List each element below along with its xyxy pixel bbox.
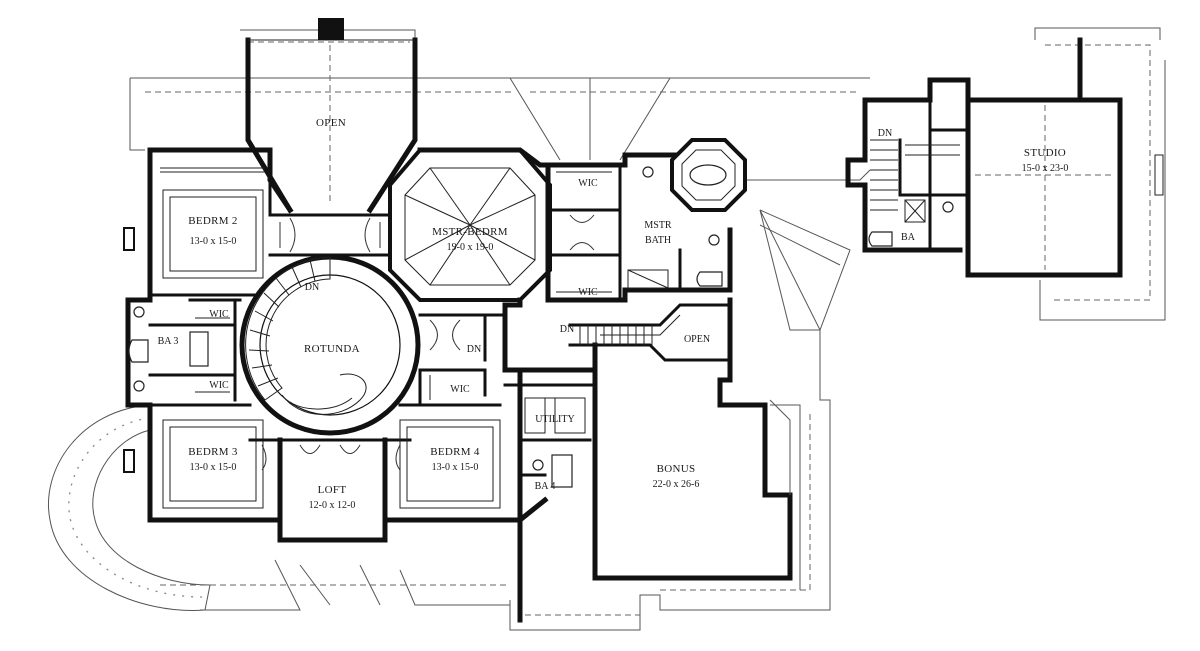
- roof-outline: [129, 27, 1166, 631]
- label-wic-ba3-bot: WIC: [209, 380, 229, 391]
- label-open-stair: OPEN: [684, 334, 710, 345]
- label-dn-main: DN: [560, 324, 574, 335]
- label-ba4: BA 4: [535, 481, 556, 492]
- dims-studio: 15-0 x 23-0: [1022, 163, 1069, 174]
- label-open-top: OPEN: [316, 117, 346, 129]
- label-utility: UTILITY: [535, 414, 574, 425]
- dims-mstr-bedrm: 19-0 x 19-0: [447, 242, 494, 253]
- central-stair-walls: [418, 297, 733, 522]
- master-bedroom-walls: [388, 147, 558, 302]
- bonus-walls: [517, 367, 801, 623]
- label-studio: STUDIO: [1024, 147, 1066, 159]
- dims-bedrm4: 13-0 x 15-0: [432, 462, 479, 473]
- label-ba3: BA 3: [158, 336, 179, 347]
- label-dn-studio: DN: [878, 128, 892, 139]
- label-mstr-bedrm: MSTR-BEDRM: [432, 226, 508, 238]
- rotunda: [239, 213, 421, 436]
- label-dn-rotunda: DN: [305, 282, 319, 293]
- label-wic-mid: WIC: [578, 287, 598, 298]
- label-bedrm3: BEDRM 3: [188, 446, 238, 458]
- label-loft: LOFT: [318, 484, 347, 496]
- dims-bedrm3: 13-0 x 15-0: [190, 462, 237, 473]
- label-rotunda: ROTUNDA: [304, 343, 360, 355]
- label-bedrm2: BEDRM 2: [188, 215, 237, 227]
- label-bedrm4: BEDRM 4: [430, 446, 480, 458]
- label-dn-hall: DN: [467, 344, 481, 355]
- left-wing-walls: [123, 147, 294, 523]
- master-suite-walls: [545, 152, 733, 303]
- label-ba-studio: BA: [901, 232, 916, 243]
- terrace: [48, 404, 211, 611]
- label-wic-ba3-top: WIC: [209, 309, 229, 320]
- dims-loft: 12-0 x 12-0: [309, 500, 356, 511]
- eave-dashes: [145, 41, 1151, 616]
- label-mstr-bath-2: BATH: [645, 235, 671, 246]
- label-wic-top: WIC: [578, 178, 598, 189]
- dims-bonus: 22-0 x 26-6: [653, 479, 700, 490]
- label-mstr-bath-1: MSTR: [644, 220, 672, 231]
- studio-walls: [845, 37, 1164, 278]
- tub-tower: [670, 138, 747, 212]
- dims-bedrm2: 13-0 x 15-0: [190, 236, 237, 247]
- label-bonus: BONUS: [657, 463, 696, 475]
- loft-walls: [248, 437, 412, 543]
- label-wic-bed4: WIC: [450, 384, 470, 395]
